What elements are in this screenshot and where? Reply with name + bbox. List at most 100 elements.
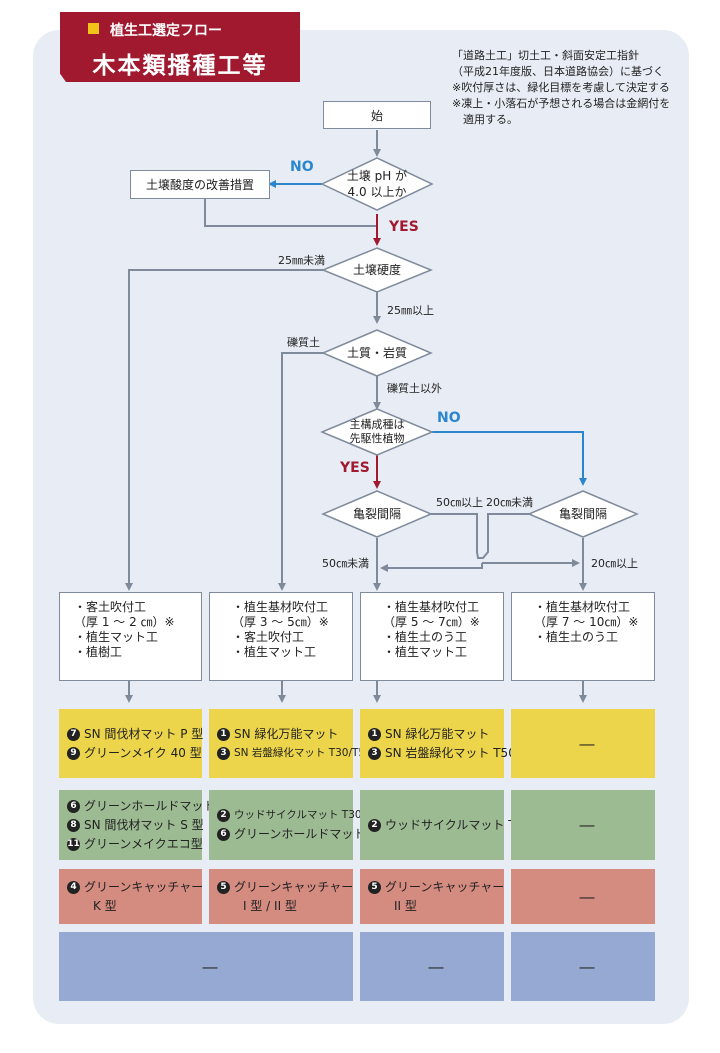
product-name: K 型 [93,898,117,913]
number-badge: 7 [67,727,80,741]
result-line: ・植生マット工 [74,630,159,644]
product-name: SN 緑化万能マット [385,726,490,741]
branch-label: 礫質土 [287,336,320,349]
product-name: グリーンキャッチャー [385,879,505,894]
product-item: 2 ウッドサイクルマット T50 [368,816,531,835]
title-ribbon: 植生工選定フロー 木本類播種工等 [60,12,300,82]
number-badge: 4 [67,880,80,894]
decision-hardness-shape [321,247,433,293]
start-box: 始 [323,101,431,129]
decision-crack-left-shape [321,490,433,538]
decision-hardness: 土壌硬度 [352,263,402,277]
note-line: ※吹付厚さは、緑化目標を考慮して決定する [452,81,670,94]
product-item: 6 グリーンホールドマット I 型 [67,797,239,816]
result-line: （厚 7 ～ 10㎝）※ [534,615,639,629]
note-line: 「道路土工」切土工・斜面安定工指針 [452,49,639,62]
product-name: グリーンメイクエコ型 [84,836,203,851]
page-title: 木本類播種工等 [92,53,268,79]
result-line: ・客土吹付工 [74,600,147,614]
number-badge: 1 [368,727,381,741]
subtitle: 植生工選定フロー [110,23,222,39]
product-cell-yellow: 7 SN 間伐材マット P 型 9 グリーンメイク 40 型 [59,709,204,778]
product-name: グリーンキャッチャー [234,879,354,894]
decision-ph-line1: 土壌 pH が [346,169,408,183]
product-cell-yellow: 1 SN 緑化万能マット 3 SN 岩盤緑化マット T30/T50 [209,709,372,778]
product-cell-green: ― [511,790,655,860]
decision-ph: 土壌 pH が 4.0 以上か [347,168,407,200]
branch-label: 20㎝未満 [486,496,533,509]
decision-species-line1: 主構成種は [349,418,405,431]
result-line: （厚 1 ～ 2 ㎝）※ [74,615,175,629]
product-item: 1 SN 緑化万能マット [217,725,353,744]
number-badge: 1 [217,727,230,741]
empty-dash: ― [579,957,595,976]
result-line: ・植生マット工 [383,645,468,659]
number-badge: 9 [67,746,80,760]
decision-species-shape [320,408,434,456]
number-badge: 2 [217,809,230,822]
product-name: グリーンキャッチャー [84,879,204,894]
branch-label: 礫質土以外 [387,382,442,395]
result-box-3: ・植生基材吹付工 （厚 5 ～ 7㎝）※ ・植生土のう工 ・植生マット工 [360,592,504,681]
number-badge: 5 [217,880,230,894]
branch-label: 25㎜未満 [278,254,325,267]
product-name: SN 岩盤緑化マット T30/T50 [234,746,372,759]
product-item: 4 グリーンキャッチャー [67,878,204,897]
result-line: （厚 3 ～ 5㎝）※ [232,615,329,629]
branch-label: 50㎝未満 [322,557,369,570]
decision-soil: 土質・岩質 [346,346,408,360]
note-line: ※凍上・小落石が予想される場合は金網付を [452,97,671,110]
product-item: 5 グリーンキャッチャー [368,878,504,897]
note-line: 適用する。 [452,113,518,126]
product-name: ウッドサイクルマット T30/T50 [234,809,385,821]
acidity-improvement-box: 土壌酸度の改善措置 [130,170,270,199]
number-badge: 6 [67,799,80,813]
product-name: グリーンホールドマット I 型 [84,798,239,813]
decision-crack-left: 亀裂間隔 [352,507,402,521]
result-box-4: ・植生基材吹付工 （厚 7 ～ 10㎝）※ ・植生土のう工 [511,592,655,681]
product-cell-blue: ― [59,932,353,1001]
result-line: ・植生基材吹付工 [383,600,480,614]
product-cell-red: 4 グリーンキャッチャー K 型 [59,869,204,924]
result-line: ・植生基材吹付工 [534,600,631,614]
product-cell-blue: ― [360,932,504,1001]
product-name: ウッドサイクルマット T50 [385,817,531,832]
decision-species: 主構成種は 先駆性植物 [350,418,405,446]
result-line: ・植生マット工 [232,645,317,659]
empty-dash: ― [202,957,218,976]
product-name: SN 緑化万能マット [234,726,339,741]
no-label: NO [437,410,461,426]
result-line: ・客土吹付工 [232,630,305,644]
product-cell-red: ― [511,869,655,924]
product-item: K 型 [67,897,202,916]
square-icon [88,23,99,34]
branch-label: 25㎜以上 [387,304,434,317]
yes-label: YES [389,219,419,235]
product-item: 5 グリーンキャッチャー [217,878,353,897]
product-item: 1 SN 緑化万能マット [368,725,504,744]
number-badge: 3 [217,746,230,760]
empty-dash: ― [428,957,444,976]
decision-species-line2: 先駆性植物 [349,432,405,445]
product-name: グリーンメイク 40 型 [84,745,202,760]
product-item: 2 ウッドサイクルマット T30/T50 [217,806,385,825]
product-name: I 型 / II 型 [243,898,297,913]
product-name: SN 間伐材マット P 型 [84,726,204,741]
product-cell-red: 5 グリーンキャッチャー I 型 / II 型 [209,869,353,924]
number-badge: 6 [217,828,230,841]
number-badge: 5 [368,880,381,894]
number-badge: 2 [368,818,381,832]
result-line: （厚 5 ～ 7㎝）※ [383,615,480,629]
branch-label: 50㎝以上 [436,496,483,509]
result-line: ・植生土のう工 [383,630,468,644]
empty-dash: ― [579,734,595,753]
